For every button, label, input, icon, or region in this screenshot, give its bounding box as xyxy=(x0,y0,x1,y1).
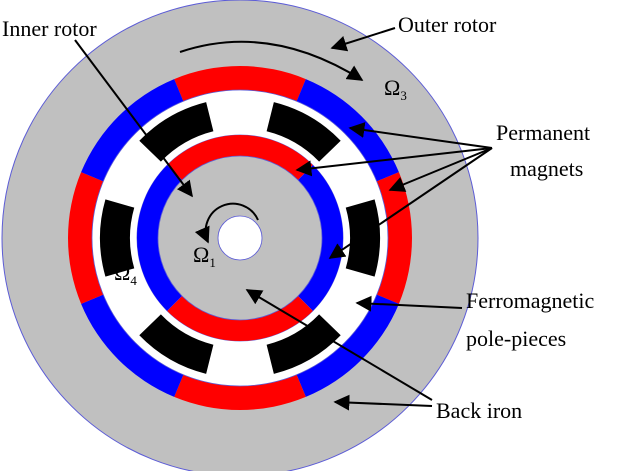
pole-piece-5 xyxy=(100,199,135,277)
permanent-magnets-label-line1: Permanent xyxy=(496,120,590,145)
outer-magnet-segment-2 xyxy=(296,79,399,182)
pole-piece-pointer xyxy=(355,295,463,312)
outer-magnet-segment-5 xyxy=(174,374,306,410)
ferromagnetic-label-line1: Ferromagnetic xyxy=(466,288,595,313)
outer-rotation-arrow xyxy=(179,40,364,81)
back-iron-pointer-inner xyxy=(245,289,433,401)
magnet-pointer-2 xyxy=(388,147,493,192)
pole-piece-4 xyxy=(139,314,214,374)
inner-magnet-segment-1 xyxy=(167,135,313,181)
outer-magnet-segment-8 xyxy=(81,79,184,182)
magnet-pointer-4 xyxy=(328,147,493,259)
back-iron-label: Back iron xyxy=(436,398,522,423)
pole-piece-3 xyxy=(266,314,341,374)
outer-magnet-segment-6 xyxy=(81,294,184,397)
omega4-label: Ω4 xyxy=(114,260,137,288)
magnet-pointer-3 xyxy=(295,147,493,177)
inner-rotor-label: Inner rotor xyxy=(2,16,97,41)
pole-piece-6 xyxy=(139,102,214,162)
outer-magnet-segment-1 xyxy=(174,66,306,102)
outer-magnet-segment-3 xyxy=(376,172,412,304)
inner-rotor-magnet-ring xyxy=(137,135,343,342)
outer-rotor-label: Outer rotor xyxy=(398,12,497,37)
inner-rotor-pointer xyxy=(74,39,193,198)
pole-piece-1 xyxy=(266,102,341,162)
omega3-label: Ω3 xyxy=(384,75,407,103)
ferromagnetic-pole-piece-ring xyxy=(100,102,380,374)
permanent-magnets-label-line2: magnets xyxy=(510,156,583,181)
shaft-hole xyxy=(217,215,263,261)
inner-magnet-segment-3 xyxy=(167,295,313,342)
inner-rotation-arrow xyxy=(194,202,259,244)
ferromagnetic-label-line2: pole-pieces xyxy=(466,326,566,351)
outer-rotor-pointer xyxy=(330,27,396,52)
pole-piece-2 xyxy=(345,199,380,277)
outer-magnet-segment-4 xyxy=(296,294,399,397)
back-iron-pointer-outer xyxy=(333,394,433,411)
outer-rotor-magnet-ring xyxy=(68,66,412,410)
omega1-label: Ω1 xyxy=(193,242,216,270)
inner-magnet-segment-4 xyxy=(137,165,183,311)
outer-magnet-segment-7 xyxy=(68,172,104,304)
magnet-pointer-1 xyxy=(348,122,493,149)
inner-magnet-segment-2 xyxy=(297,165,343,311)
